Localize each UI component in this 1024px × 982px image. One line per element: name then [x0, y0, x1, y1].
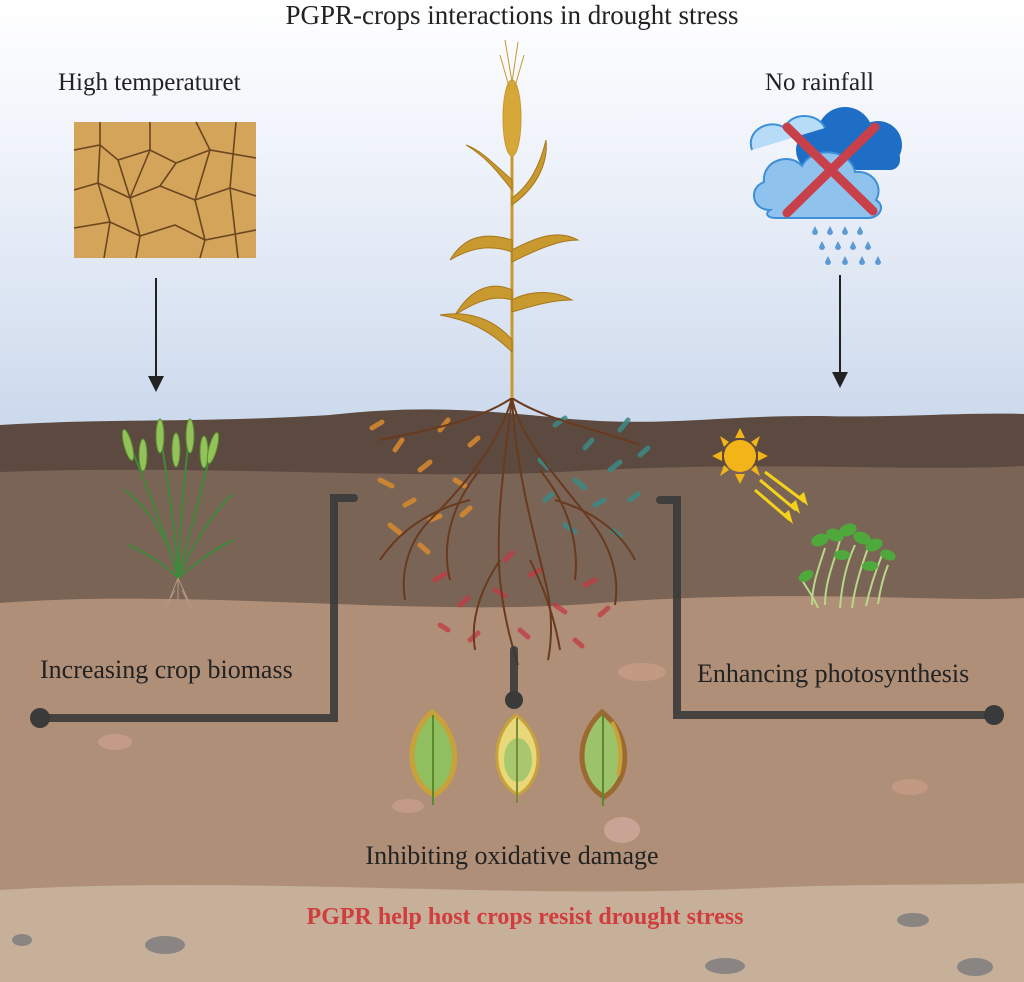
seedling-icon — [798, 523, 896, 609]
effect-label-oxidative-damage: Inhibiting oxidative damage — [365, 841, 659, 870]
stress-label-no-rainfall: No rainfall — [765, 69, 874, 96]
conclusion-text: PGPR help host crops resist drought stre… — [306, 904, 744, 930]
crossed-out-rain-cloud-icon — [749, 107, 902, 265]
diagram-title: PGPR-crops interactions in drought stres… — [285, 0, 739, 30]
cracked-soil-image — [73, 121, 257, 259]
roots — [379, 397, 641, 666]
effect-label-photosynthesis: Enhancing photosynthesis — [697, 659, 970, 688]
down-arrow-icon — [832, 275, 848, 388]
bottom-band — [0, 883, 1024, 982]
leaf-damaged-icon — [579, 708, 628, 806]
stress-label-high-temperature: High temperaturet — [58, 69, 241, 96]
topsoil — [0, 409, 1024, 475]
grass-plant-icon — [121, 418, 235, 611]
effect-label-crop-biomass: Increasing crop biomass — [40, 655, 293, 684]
wheat-plant-icon — [439, 39, 580, 398]
pebbles — [12, 663, 993, 976]
leaf-yellowing-icon — [495, 713, 540, 803]
connector-lines — [36, 494, 998, 722]
leaf-healthy-icon — [409, 708, 458, 805]
down-arrow-icon — [148, 278, 164, 392]
sun-icon — [712, 428, 808, 524]
connector-endpoints — [30, 691, 1004, 728]
